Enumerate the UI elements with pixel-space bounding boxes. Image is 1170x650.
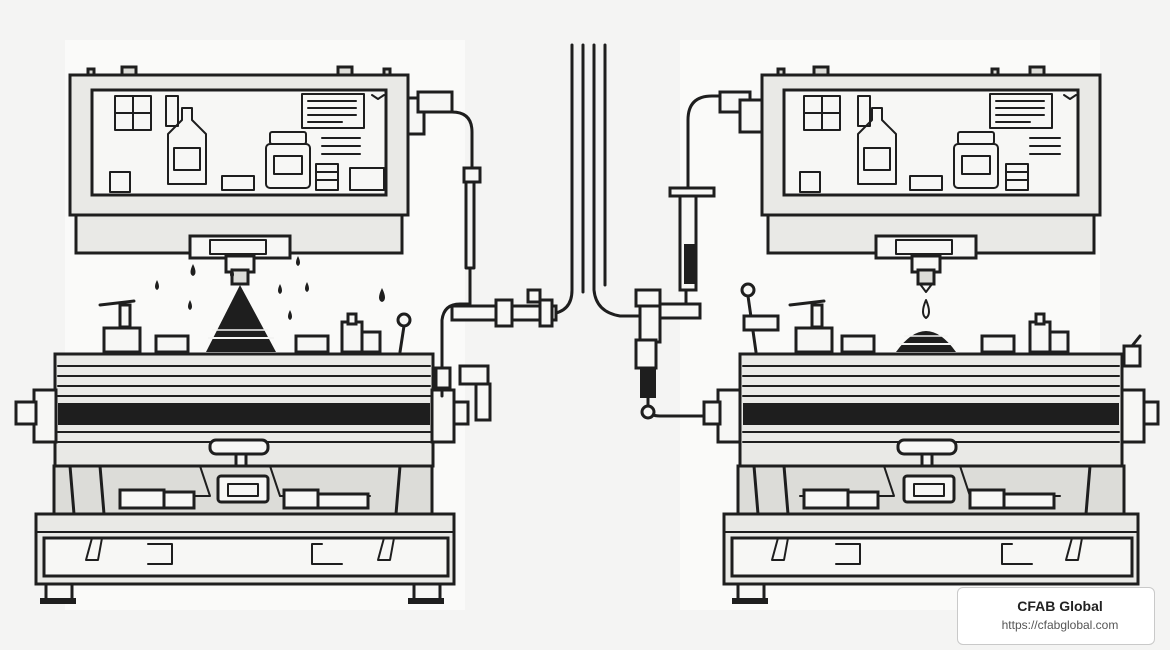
jar-icon xyxy=(265,131,311,189)
bottle-icon xyxy=(165,95,207,185)
brand-watermark-card[interactable]: CFAB Global https://cfabglobal.com xyxy=(957,587,1155,645)
list-lines xyxy=(989,93,1077,155)
jar-icon xyxy=(953,131,999,189)
left-top-fittings xyxy=(98,299,412,354)
brand-name: CFAB Global xyxy=(1017,598,1103,614)
right-drip xyxy=(896,299,956,352)
bottle-icon xyxy=(857,95,897,185)
right-machine xyxy=(702,65,1160,604)
right-control-cabinet xyxy=(760,65,1102,293)
left-control-cabinet xyxy=(68,65,410,286)
list-lines xyxy=(301,93,385,155)
left-machine xyxy=(14,65,470,604)
right-lower-frame xyxy=(722,464,1140,604)
right-main-body xyxy=(702,352,1160,468)
right-top-fittings xyxy=(740,282,1142,368)
left-spray xyxy=(155,256,385,352)
left-main-body xyxy=(14,352,470,468)
left-lower-frame xyxy=(34,464,456,604)
brand-url[interactable]: https://cfabglobal.com xyxy=(1001,618,1119,632)
piping xyxy=(406,43,764,422)
